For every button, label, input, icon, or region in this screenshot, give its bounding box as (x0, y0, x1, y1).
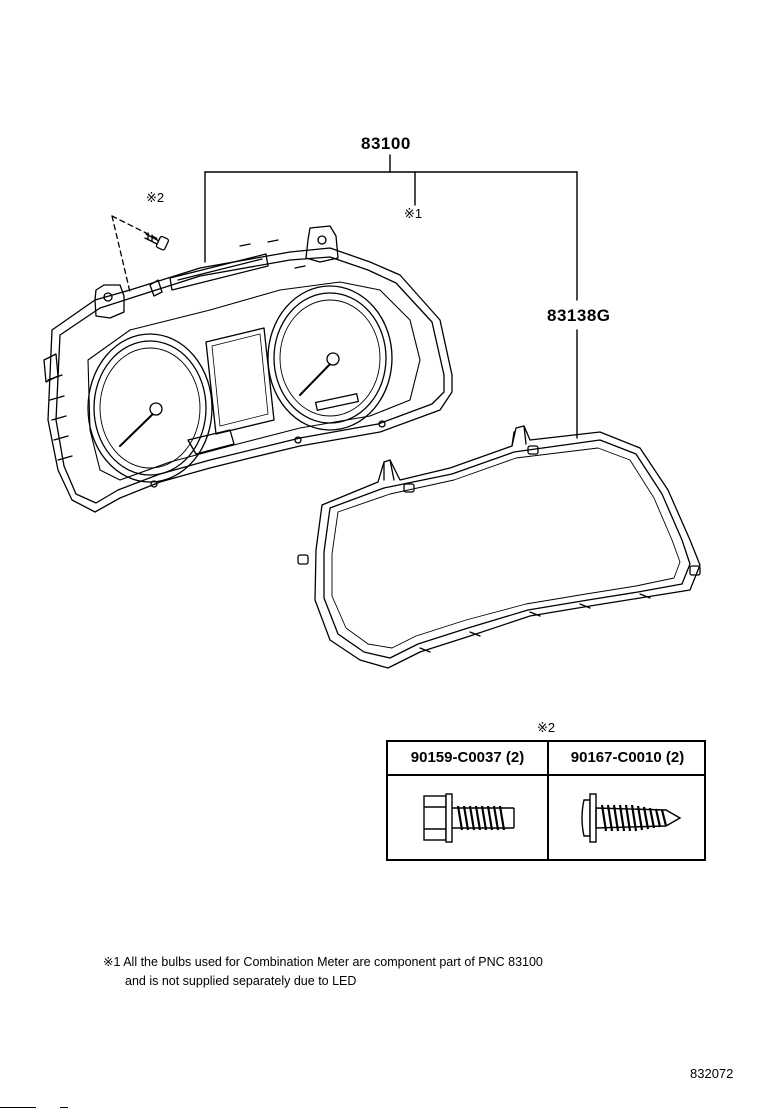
footnote-line-1: ※1 All the bulbs used for Combination Me… (103, 955, 543, 969)
fastener-column-1-header: 90159-C0037 (2) (388, 742, 547, 774)
fastener-table: 90159-C0037 (2) 90167-C0010 (2) (386, 740, 706, 861)
combination-meter-drawing (43, 225, 453, 513)
hex-bolt-icon (423, 793, 515, 843)
footnote: ※1 All the bulbs used for Combination Me… (103, 953, 543, 991)
main-part-number: 83100 (361, 134, 411, 153)
tapping-screw-icon (581, 793, 682, 843)
cover-part-number: 83138G (547, 306, 611, 325)
meter-cover-drawing (297, 425, 701, 669)
leader-lines (204, 154, 578, 439)
fastener-1-part-number: 90159-C0037 (410, 749, 502, 766)
fastener-2-part-number: 90167-C0010 (570, 749, 662, 766)
bottom-edge-mark-2 (60, 1107, 68, 1108)
footnote-line-2: and is not supplied separately due to LE… (125, 974, 357, 988)
note-mark-1: ※1 (404, 206, 423, 221)
bottom-edge-mark-1 (0, 1107, 36, 1108)
table-header-divider (388, 774, 704, 776)
table-note-mark: ※2 (537, 720, 556, 735)
screw-icon (144, 232, 170, 251)
note-mark-2: ※2 (146, 190, 165, 205)
screw-dashed-leader (111, 215, 161, 293)
fastener-2-qty: (2) (665, 749, 685, 766)
figure-id: 832072 (690, 1066, 734, 1081)
fastener-column-2-header: 90167-C0010 (2) (549, 742, 706, 774)
fastener-1-qty: (2) (505, 749, 525, 766)
table-column-divider (547, 742, 549, 859)
